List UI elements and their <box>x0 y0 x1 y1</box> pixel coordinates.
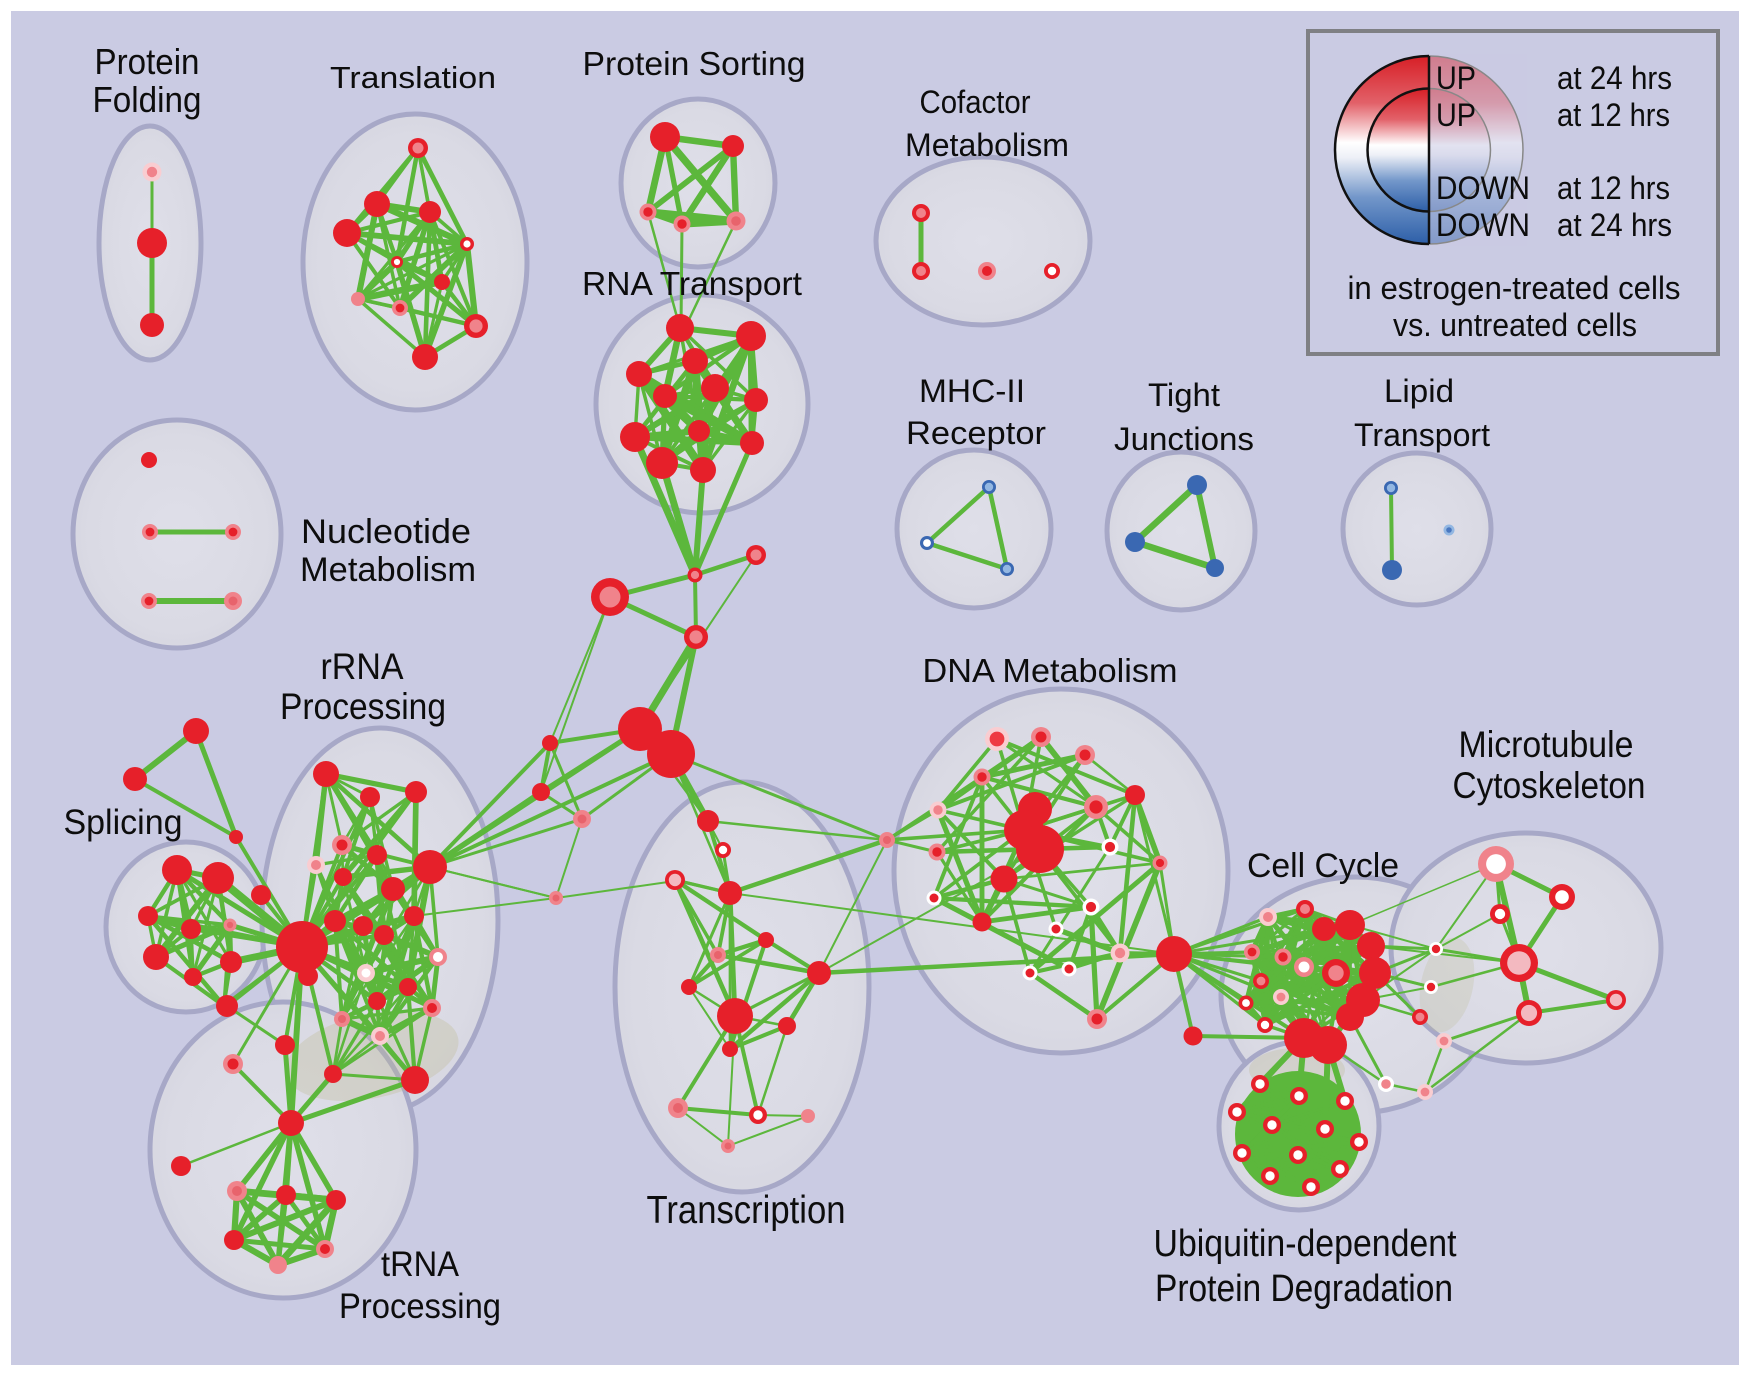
svg-text:Processing: Processing <box>280 686 446 727</box>
svg-text:DOWN: DOWN <box>1436 207 1530 243</box>
svg-text:Metabolism: Metabolism <box>300 551 476 589</box>
svg-text:Lipid: Lipid <box>1384 373 1454 409</box>
svg-text:at 12 hrs: at 12 hrs <box>1557 97 1670 133</box>
svg-text:Microtubule: Microtubule <box>1459 724 1634 765</box>
svg-text:Protein Degradation: Protein Degradation <box>1155 1268 1453 1310</box>
svg-text:Protein: Protein <box>95 41 200 82</box>
svg-text:Junctions: Junctions <box>1114 421 1254 457</box>
svg-text:RNA Transport: RNA Transport <box>582 265 802 302</box>
svg-text:MHC-II: MHC-II <box>919 373 1025 409</box>
svg-text:Metabolism: Metabolism <box>905 127 1069 163</box>
svg-text:DNA Metabolism: DNA Metabolism <box>923 652 1178 689</box>
svg-text:Ubiquitin-dependent: Ubiquitin-dependent <box>1154 1223 1457 1265</box>
svg-text:at 24 hrs: at 24 hrs <box>1557 60 1672 96</box>
svg-text:rRNA: rRNA <box>321 646 404 687</box>
svg-text:at 12 hrs: at 12 hrs <box>1557 170 1670 206</box>
svg-text:Tight: Tight <box>1148 377 1220 413</box>
svg-text:Protein Sorting: Protein Sorting <box>583 45 806 82</box>
svg-text:Transcription: Transcription <box>647 1189 846 1232</box>
svg-text:tRNA: tRNA <box>381 1245 460 1284</box>
svg-text:Splicing: Splicing <box>64 803 183 842</box>
svg-text:Processing: Processing <box>339 1287 501 1326</box>
svg-text:Translation: Translation <box>330 60 496 95</box>
svg-text:at 24 hrs: at 24 hrs <box>1557 207 1672 243</box>
svg-text:Cofactor: Cofactor <box>920 84 1031 120</box>
svg-text:vs. untreated cells: vs. untreated cells <box>1393 307 1637 343</box>
svg-text:UP: UP <box>1436 97 1476 133</box>
svg-text:Nucleotide: Nucleotide <box>301 513 471 551</box>
svg-text:in estrogen-treated cells: in estrogen-treated cells <box>1348 270 1681 306</box>
svg-text:Cytoskeleton: Cytoskeleton <box>1453 765 1646 806</box>
svg-text:DOWN: DOWN <box>1436 170 1530 206</box>
svg-text:Cell Cycle: Cell Cycle <box>1247 847 1399 885</box>
svg-text:Folding: Folding <box>93 79 202 120</box>
svg-text:Transport: Transport <box>1354 417 1490 453</box>
svg-text:UP: UP <box>1436 60 1476 96</box>
svg-text:Receptor: Receptor <box>906 415 1046 451</box>
